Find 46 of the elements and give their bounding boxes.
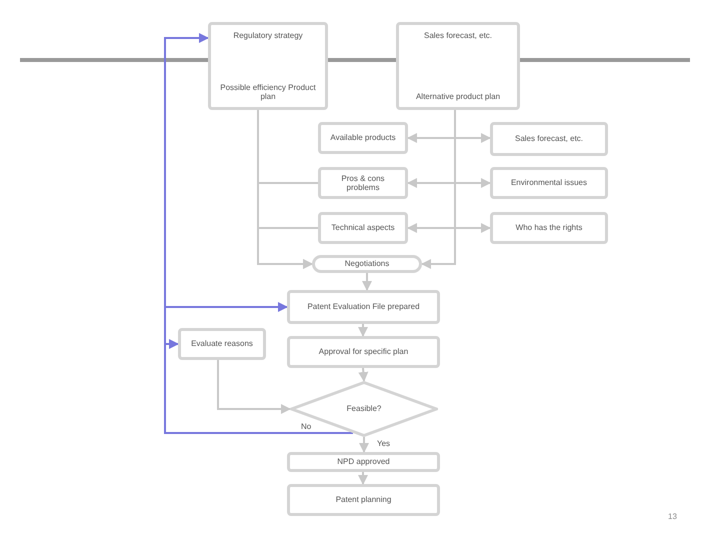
box-label: Environmental issues xyxy=(510,178,588,188)
page-number: 13 xyxy=(668,512,677,521)
process-box xyxy=(287,290,440,324)
box-label: NPD approved xyxy=(337,457,390,467)
box-label: Approval for specific plan xyxy=(318,347,408,357)
process-box xyxy=(490,167,608,199)
box-label: Patent Evaluation File prepared xyxy=(307,302,420,312)
arrow xyxy=(407,133,491,143)
box-label: Available products xyxy=(330,133,396,143)
process-box xyxy=(396,22,520,110)
box-label: Pros & cons problems xyxy=(340,174,386,192)
process-box xyxy=(208,22,328,110)
arrow xyxy=(359,437,369,453)
box-label: Technical aspects xyxy=(331,223,395,233)
box-label: Who has the rights xyxy=(516,223,582,233)
arrow xyxy=(421,110,456,269)
edge-label: Yes xyxy=(376,439,392,448)
edge-label: No xyxy=(300,422,312,431)
process-box xyxy=(318,212,408,244)
arrow xyxy=(257,227,318,269)
process-box xyxy=(490,122,608,156)
decision-diamond xyxy=(290,381,438,437)
arrow xyxy=(358,472,368,485)
process-box xyxy=(287,484,440,516)
process-box xyxy=(318,167,408,199)
box-heading: Regulatory strategy xyxy=(233,31,303,40)
process-box xyxy=(178,328,266,360)
arrow xyxy=(407,223,491,233)
arrow xyxy=(407,178,491,188)
arrow xyxy=(217,360,291,414)
box-label: Evaluate reasons xyxy=(191,339,253,349)
box-label: Feasible? xyxy=(346,404,382,414)
arrow xyxy=(362,273,372,291)
arrow xyxy=(358,368,368,382)
box-label: Negotiations xyxy=(344,259,390,269)
box-label: Patent planning xyxy=(336,495,392,505)
box-label: Sales forecast, etc. xyxy=(514,134,584,144)
process-box xyxy=(490,212,608,244)
process-box xyxy=(287,452,440,472)
process-box xyxy=(287,336,440,368)
box-heading: Sales forecast, etc. xyxy=(424,31,492,40)
box-body: Alternative product plan xyxy=(416,92,500,101)
process-box xyxy=(318,122,408,154)
box-body: Possible efficiency Product plan xyxy=(219,82,317,101)
terminal-box xyxy=(312,255,422,273)
arrow xyxy=(358,324,368,337)
